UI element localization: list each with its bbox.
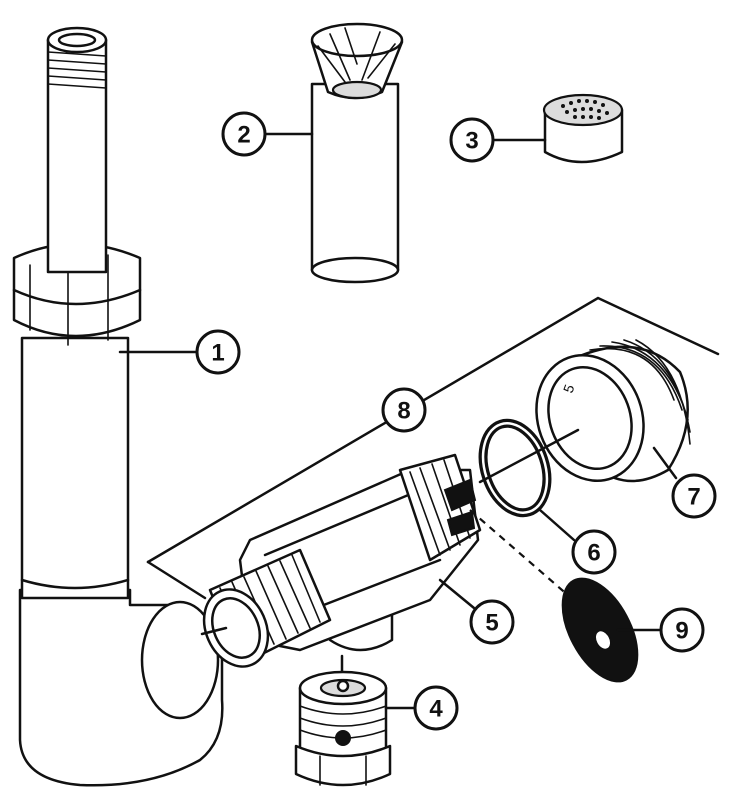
part-7-threaded-ring: 5 [535, 339, 691, 483]
callout-6-label: 6 [587, 540, 600, 567]
callout-9-label: 9 [675, 618, 688, 645]
callout-6: 6 [571, 529, 617, 575]
callout-2: 2 [221, 111, 267, 157]
leader-5 [438, 578, 476, 610]
callout-7-label: 7 [687, 484, 700, 511]
leader-8 [200, 626, 228, 636]
part-9-washer [469, 509, 639, 683]
callout-5-label: 5 [485, 610, 498, 637]
leader-7b [478, 428, 580, 484]
part-2-tube-diffuser [310, 22, 404, 284]
leader-lines [118, 132, 678, 710]
callout-3: 3 [449, 117, 495, 163]
callout-9: 9 [659, 607, 705, 653]
callout-1-label: 1 [211, 340, 224, 367]
callout-1: 1 [195, 329, 241, 375]
part-5-valve-body [202, 453, 482, 668]
callout-7: 7 [671, 473, 717, 519]
callout-5: 5 [469, 599, 515, 645]
leader-6 [538, 508, 576, 542]
callout-2-label: 2 [237, 122, 250, 149]
callout-8-label: 8 [397, 398, 410, 425]
callout-8: 8 [381, 387, 427, 433]
part-1-riser-pipe [12, 26, 224, 787]
part-4-fitting [294, 654, 392, 787]
callout-3-label: 3 [465, 128, 478, 155]
part-3-screen-cap [542, 93, 624, 164]
leader-7 [652, 446, 678, 480]
callout-4: 4 [413, 685, 459, 731]
callout-4-label: 4 [429, 696, 443, 723]
